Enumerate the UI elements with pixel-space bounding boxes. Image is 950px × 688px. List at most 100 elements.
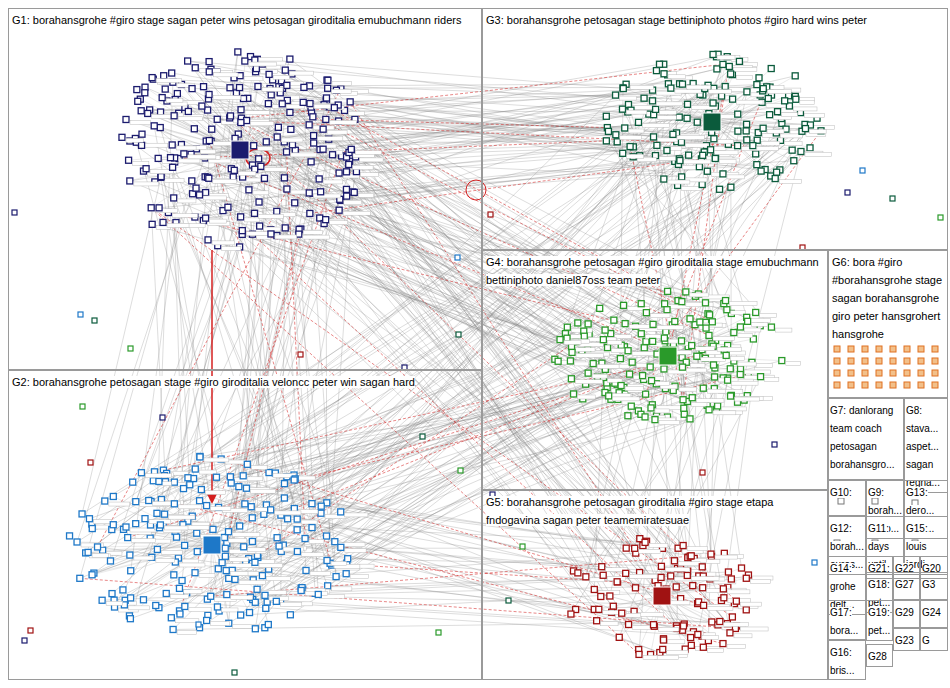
vertex [611,317,617,323]
vertex [167,155,173,161]
vertex-label-box [736,76,752,80]
vertex-label-box [656,382,670,386]
vertex-label-box [727,175,745,179]
vertex [185,58,191,64]
vertex [636,651,642,657]
vertex-label-box [686,85,710,89]
vertex-label-box [665,567,689,571]
vertex-label-box [200,150,215,154]
network-edge [271,95,712,322]
network-edge [157,123,782,513]
vertex [640,373,646,379]
vertex [623,545,629,551]
vertex [253,66,259,72]
vertex [310,114,316,120]
network-edge [255,178,264,602]
vertex-label-box [675,89,702,93]
network-edge [571,356,668,379]
network-edge [662,361,734,600]
vertex-label-box [357,193,374,197]
vertex [727,366,733,372]
vertex-label-box [687,547,707,551]
network-edge [176,150,240,223]
vertex-label-box [740,602,761,606]
vertex [676,114,682,120]
vertex-label-box [210,219,227,223]
vertex-label-box [690,293,709,297]
network-edge [271,510,736,629]
vertex-label-box [204,196,227,200]
vertex [700,644,706,650]
vertex-label-box [696,347,715,351]
vertex [235,49,241,55]
vertex [227,85,233,91]
vertex-label-box [281,138,303,142]
vertex-label-box [262,87,283,91]
vertex-label-box [301,520,317,524]
vertex [735,143,741,149]
vertex [336,207,342,213]
vertex [266,71,272,77]
vertex-label-box [344,200,362,204]
vertex [672,319,678,325]
vertex [307,101,313,107]
network-edge [644,98,712,122]
vertex [614,139,620,145]
network-edge [247,159,679,464]
vertex [753,309,759,315]
vertex-label-box [713,336,734,340]
vertex-label-box [607,341,621,345]
network-edge [670,66,729,346]
vertex [642,414,648,420]
vertex [728,576,734,582]
vertex [684,572,690,578]
vertex [658,563,664,569]
vertex-label-box [178,199,196,203]
network-edge [326,98,727,624]
vertex [231,167,237,173]
vertex [158,109,164,115]
vertex-label-box [253,191,269,195]
vertex [782,98,788,104]
vertex [174,91,180,97]
vertex [714,66,720,72]
vertex [206,138,212,144]
vertex [772,176,778,182]
vertex [343,186,349,192]
vertex [602,327,608,333]
network-edge [211,556,690,596]
vertex [711,136,717,142]
network-edge [668,312,756,356]
vertex-label-box [165,178,184,182]
network-edge [252,394,645,563]
vertex [652,417,658,423]
vertex [274,208,280,214]
vertex-label-box [592,374,607,378]
vertex [119,134,125,140]
network-edge [277,128,607,236]
vertex [585,321,591,327]
network-edge [172,73,680,159]
vertex [690,583,696,589]
network-edge [206,150,240,218]
network-edge [712,131,802,322]
vertex [688,642,694,648]
network-edge [712,122,821,131]
network-edge [130,150,240,181]
vertex [268,92,274,98]
network-edge [712,96,795,122]
network-edge [262,64,727,624]
vertex [323,116,329,122]
vertex-label-box [626,110,646,114]
vertex [728,392,734,398]
network-edge [240,150,354,192]
vertex [687,316,693,322]
vertex [697,319,703,325]
network-edge [212,545,328,586]
vertex [614,579,620,585]
vertex [638,301,644,307]
vertex [670,131,676,137]
vertex-label-box [668,75,685,79]
vertex [169,142,175,148]
vertex-label-box [323,180,343,184]
